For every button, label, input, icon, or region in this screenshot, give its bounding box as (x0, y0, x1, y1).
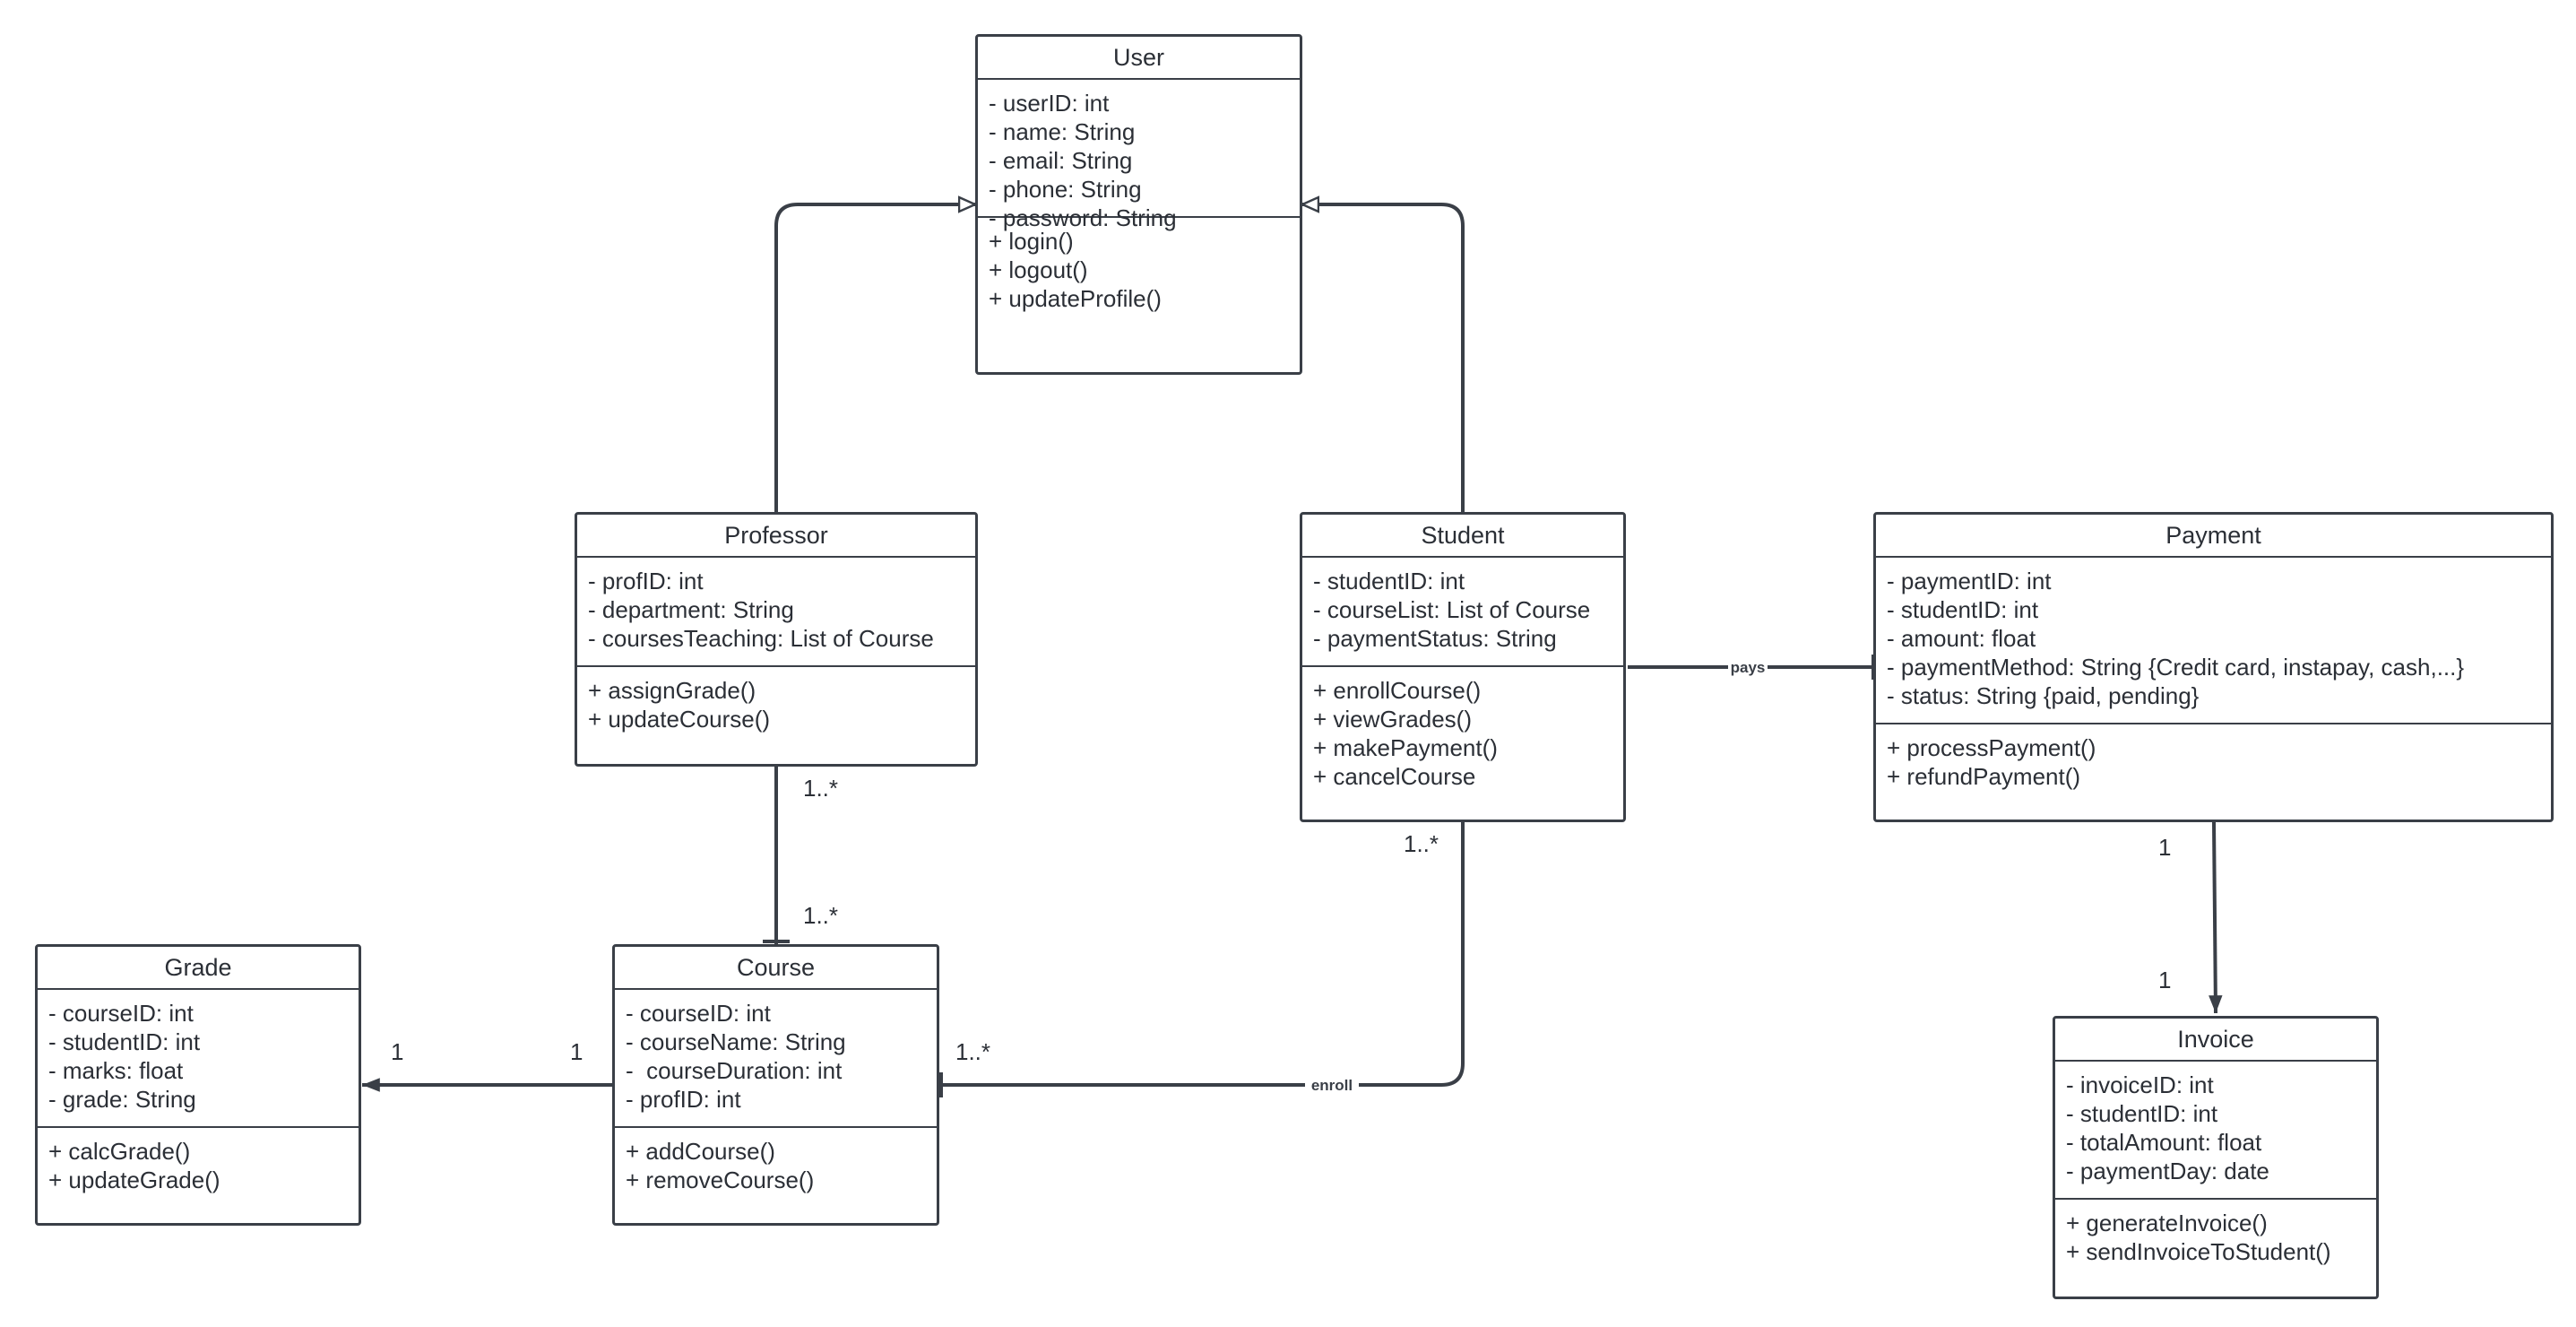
class-user: User - userID: int- name: String- email:… (975, 34, 1302, 375)
class-course: Course - courseID: int- courseName: Stri… (612, 944, 939, 1226)
class-method: + cancelCourse (1313, 763, 1476, 790)
class-method: + calcGrade() (48, 1138, 191, 1165)
class-attribute: - userID: int (989, 90, 1110, 117)
enroll-label: enroll (1311, 1077, 1353, 1094)
class-attribute: - studentID: int (1313, 568, 1465, 594)
class-method: + makePayment() (1313, 734, 1498, 761)
class-attribute: - password: String (989, 204, 1177, 231)
multiplicity-course-enroll-end: 1..* (955, 1038, 991, 1065)
class-professor: Professor - profID: int- department: Str… (575, 512, 978, 767)
class-attribute: - paymentMethod: String {Credit card, in… (1887, 654, 2465, 681)
class-invoice-methods: + generateInvoice()+ sendInvoiceToStuden… (2055, 1198, 2376, 1275)
class-user-methods: + login()+ logout()+ updateProfile() (978, 216, 1300, 322)
class-grade-attributes: - courseID: int- studentID: int- marks: … (38, 990, 359, 1126)
class-attribute: - amount: float (1887, 625, 2036, 652)
class-professor-attributes: - profID: int- department: String- cours… (577, 558, 975, 665)
class-user-name: User (978, 37, 1300, 80)
class-student-attributes: - studentID: int- courseList: List of Co… (1302, 558, 1623, 665)
class-course-methods: + addCourse()+ removeCourse() (615, 1126, 937, 1203)
class-attribute: - courseDuration: int (626, 1057, 843, 1084)
class-user-attributes: - userID: int- name: String- email: Stri… (978, 80, 1300, 231)
class-method: + updateCourse() (588, 706, 771, 733)
class-grade: Grade - courseID: int- studentID: int- m… (35, 944, 361, 1226)
class-course-attributes: - courseID: int- courseName: String- cou… (615, 990, 937, 1126)
class-method: + generateInvoice() (2066, 1210, 2268, 1236)
class-method: + viewGrades() (1313, 706, 1472, 733)
class-attribute: - department: String (588, 596, 794, 623)
student-user-generalization (1302, 204, 1465, 513)
class-attribute: - email: String (989, 147, 1133, 174)
multiplicity-student-enroll-end: 1..* (1404, 830, 1439, 857)
class-attribute: - invoiceID: int (2066, 1071, 2214, 1098)
class-attribute: - status: String {paid, pending} (1887, 682, 2200, 709)
class-course-name: Course (615, 947, 937, 990)
class-attribute: - phone: String (989, 176, 1142, 203)
class-method: + logout() (989, 256, 1088, 283)
class-attribute: - studentID: int (1887, 596, 2039, 623)
multiplicity-course-top-end: 1..* (803, 902, 839, 929)
class-invoice: Invoice - invoiceID: int- studentID: int… (2053, 1016, 2379, 1299)
class-attribute: - profID: int (626, 1086, 741, 1113)
class-payment-name: Payment (1876, 515, 2551, 558)
class-method: + updateGrade() (48, 1167, 220, 1193)
class-attribute: - totalAmount: float (2066, 1129, 2262, 1156)
payment-invoice-association (2209, 821, 2223, 1014)
class-student: Student - studentID: int- courseList: Li… (1300, 512, 1626, 822)
class-payment: Payment - paymentID: int- studentID: int… (1873, 512, 2554, 822)
multiplicity-professor-end: 1..* (803, 775, 839, 802)
class-professor-name: Professor (577, 515, 975, 558)
class-payment-attributes: - paymentID: int- studentID: int- amount… (1876, 558, 2551, 723)
class-attribute: - courseName: String (626, 1028, 846, 1055)
class-method: + addCourse() (626, 1138, 775, 1165)
class-attribute: - grade: String (48, 1086, 196, 1113)
class-student-methods: + enrollCourse()+ viewGrades()+ makePaym… (1302, 665, 1623, 800)
class-professor-methods: + assignGrade()+ updateCourse() (577, 665, 975, 742)
class-attribute: - studentID: int (2066, 1100, 2218, 1127)
class-student-name: Student (1302, 515, 1623, 558)
class-method: + updateProfile() (989, 285, 1162, 312)
class-attribute: - marks: float (48, 1057, 184, 1084)
multiplicity-invoice-end: 1 (2158, 967, 2172, 993)
class-attribute: - name: String (989, 118, 1136, 145)
pays-label: pays (1731, 659, 1766, 676)
class-attribute: - paymentID: int (1887, 568, 2052, 594)
class-method: + assignGrade() (588, 677, 756, 704)
class-attribute: - courseID: int (626, 1000, 771, 1027)
class-method: + login() (989, 228, 1074, 255)
class-attribute: - studentID: int (48, 1028, 201, 1055)
class-invoice-name: Invoice (2055, 1019, 2376, 1062)
multiplicity-course-grade-grade-end: 1 (391, 1038, 404, 1065)
class-method: + enrollCourse() (1313, 677, 1482, 704)
class-invoice-attributes: - invoiceID: int- studentID: int- totalA… (2055, 1062, 2376, 1198)
student-course-association (939, 821, 1465, 1087)
class-method: + refundPayment() (1887, 763, 2081, 790)
class-attribute: - courseID: int (48, 1000, 194, 1027)
class-attribute: - paymentStatus: String (1313, 625, 1557, 652)
class-grade-name: Grade (38, 947, 359, 990)
multiplicity-course-grade-course-end: 1 (570, 1038, 583, 1065)
class-method: + sendInvoiceToStudent() (2066, 1238, 2331, 1265)
class-attribute: - profID: int (588, 568, 704, 594)
class-grade-methods: + calcGrade()+ updateGrade() (38, 1126, 359, 1203)
class-method: + removeCourse() (626, 1167, 815, 1193)
class-payment-methods: + processPayment()+ refundPayment() (1876, 723, 2551, 800)
pays-label-bg (1728, 658, 1768, 676)
class-attribute: - coursesTeaching: List of Course (588, 625, 934, 652)
class-attribute: - paymentDay: date (2066, 1158, 2269, 1184)
class-method: + processPayment() (1887, 734, 2096, 761)
multiplicity-payment-end: 1 (2158, 834, 2172, 861)
professor-user-generalization (774, 204, 975, 513)
enroll-label-bg (1305, 1076, 1359, 1094)
class-attribute: - courseList: List of Course (1313, 596, 1591, 623)
